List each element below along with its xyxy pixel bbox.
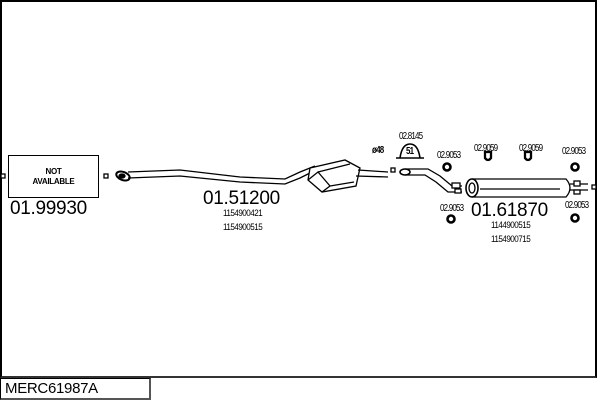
- part-number-middle[interactable]: 01.51200: [203, 188, 280, 209]
- accessory-code[interactable]: 02.9053: [565, 200, 589, 211]
- ring-icon: [570, 162, 580, 172]
- accessory-code[interactable]: 02.8145: [399, 131, 423, 142]
- rear-silencer-part: [399, 168, 588, 198]
- oem-number: 1154900421: [223, 208, 263, 219]
- ring-icon: [446, 214, 456, 224]
- ring-icon: [570, 213, 580, 223]
- accessory-code[interactable]: 02.9059: [474, 143, 498, 154]
- accessory-code[interactable]: 02.9053: [562, 146, 586, 157]
- part-number-front[interactable]: 01.99930: [10, 198, 87, 219]
- hanger-icon: [523, 150, 533, 162]
- part-number-rear[interactable]: 01.61870: [471, 200, 548, 221]
- accessory-code[interactable]: 02.9053: [437, 150, 461, 161]
- reference-box: [0, 378, 151, 400]
- middle-silencer-part: [115, 159, 389, 193]
- clamp-icon: [396, 143, 424, 159]
- connector-marker: [103, 173, 109, 179]
- pipe-diameter-label: ø48: [372, 145, 384, 156]
- ring-icon: [442, 162, 452, 172]
- accessory-code[interactable]: 02.9059: [519, 143, 543, 154]
- reference-code: MERC61987A: [5, 380, 98, 397]
- connector-marker: [390, 167, 396, 173]
- not-available-line2: AVAILABLE: [32, 176, 75, 186]
- connector-marker: [591, 184, 597, 190]
- hanger-icon: [483, 150, 493, 162]
- oem-number: 1144900515: [491, 220, 531, 231]
- oem-number: 1154900715: [491, 234, 531, 245]
- clamp-badge: 51: [406, 146, 414, 157]
- connector-marker: [0, 173, 6, 179]
- oem-number: 1154900515: [223, 222, 263, 233]
- accessory-code[interactable]: 02.9053: [440, 203, 464, 214]
- not-available-line1: NOT: [45, 166, 62, 176]
- not-available-box: NOT AVAILABLE: [8, 155, 99, 198]
